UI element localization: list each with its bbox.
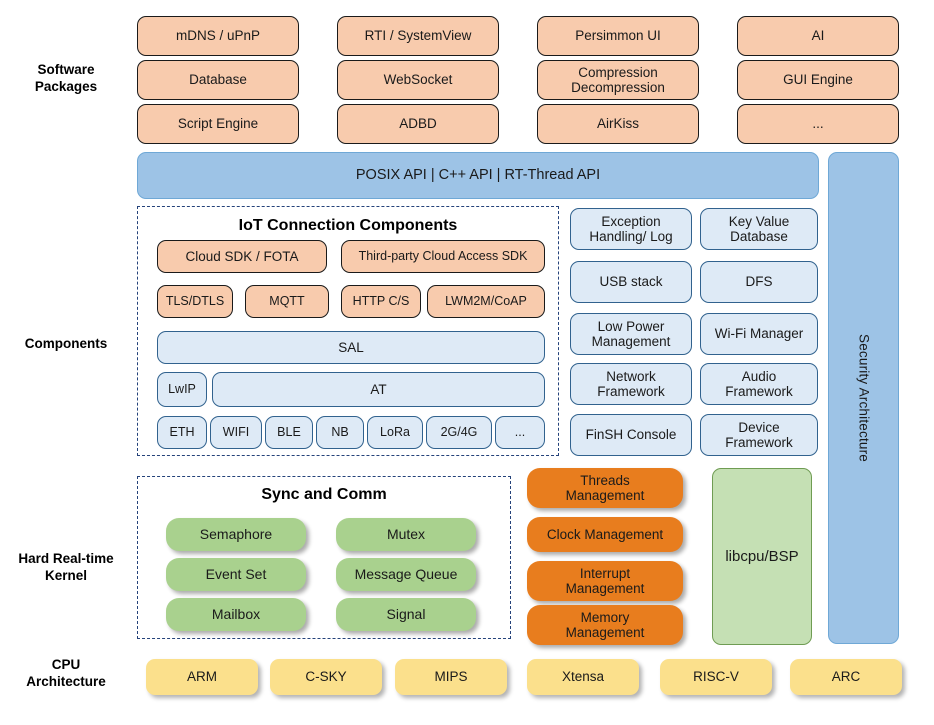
- component-box[interactable]: DFS: [700, 261, 818, 303]
- iot-protocol-box[interactable]: HTTP C/S: [341, 285, 421, 318]
- sync-and-comm-group: Sync and Comm: [137, 476, 511, 639]
- component-box[interactable]: Audio Framework: [700, 363, 818, 405]
- iot-link-box[interactable]: LoRa: [367, 416, 423, 449]
- cpu-architecture-box[interactable]: C-SKY: [270, 659, 382, 695]
- kernel-management-box[interactable]: Clock Management: [527, 517, 683, 552]
- iot-connection-group-title: IoT Connection Components: [238, 217, 458, 234]
- api-bar[interactable]: POSIX API | C++ API | RT-Thread API: [137, 152, 819, 199]
- cpu-architecture-box[interactable]: MIPS: [395, 659, 507, 695]
- package-box[interactable]: AirKiss: [537, 104, 699, 144]
- package-box[interactable]: Database: [137, 60, 299, 100]
- cpu-architecture-box[interactable]: ARM: [146, 659, 258, 695]
- iot-protocol-box[interactable]: LWM2M/CoAP: [427, 285, 545, 318]
- security-architecture-label: Security Architecture: [856, 333, 872, 462]
- component-box[interactable]: Network Framework: [570, 363, 692, 405]
- iot-link-box[interactable]: NB: [316, 416, 364, 449]
- component-box[interactable]: Low Power Management: [570, 313, 692, 355]
- iot-protocol-box[interactable]: TLS/DTLS: [157, 285, 233, 318]
- kernel-management-box[interactable]: Interrupt Management: [527, 561, 683, 601]
- sync-box[interactable]: Message Queue: [336, 558, 476, 591]
- component-box[interactable]: FinSH Console: [570, 414, 692, 456]
- row-label-components: Components: [24, 336, 108, 351]
- package-box[interactable]: Script Engine: [137, 104, 299, 144]
- iot-link-box[interactable]: ...: [495, 416, 545, 449]
- component-box[interactable]: Exception Handling/ Log: [570, 208, 692, 250]
- iot-sal-box[interactable]: SAL: [157, 331, 545, 364]
- cpu-architecture-box[interactable]: Xtensa: [527, 659, 639, 695]
- cpu-architecture-box[interactable]: RISC-V: [660, 659, 772, 695]
- kernel-management-box[interactable]: Memory Management: [527, 605, 683, 645]
- sync-box[interactable]: Mailbox: [166, 598, 306, 631]
- iot-link-box[interactable]: BLE: [265, 416, 313, 449]
- package-box[interactable]: WebSocket: [337, 60, 499, 100]
- row-label-kernel: Hard Real-time Kernel: [18, 551, 114, 583]
- package-box[interactable]: Persimmon UI: [537, 16, 699, 56]
- iot-link-box[interactable]: 2G/4G: [426, 416, 492, 449]
- package-box[interactable]: RTI / SystemView: [337, 16, 499, 56]
- sync-box[interactable]: Event Set: [166, 558, 306, 591]
- libcpu-bsp-box[interactable]: libcpu/BSP: [712, 468, 812, 645]
- sync-box[interactable]: Semaphore: [166, 518, 306, 551]
- kernel-management-box[interactable]: Threads Management: [527, 468, 683, 508]
- iot-protocol-box[interactable]: MQTT: [245, 285, 329, 318]
- iot-connection-group: IoT Connection Components: [137, 206, 559, 456]
- iot-link-box[interactable]: WIFI: [210, 416, 262, 449]
- component-box[interactable]: USB stack: [570, 261, 692, 303]
- component-box[interactable]: Wi-Fi Manager: [700, 313, 818, 355]
- cpu-architecture-box[interactable]: ARC: [790, 659, 902, 695]
- package-box[interactable]: ADBD: [337, 104, 499, 144]
- row-label-software-packages: Software Packages: [34, 62, 98, 94]
- iot-cloud-sdk-box[interactable]: Cloud SDK / FOTA: [157, 240, 327, 273]
- package-box[interactable]: Compression Decompression: [537, 60, 699, 100]
- iot-at-box[interactable]: AT: [212, 372, 545, 407]
- security-architecture-bar[interactable]: Security Architecture: [828, 152, 899, 644]
- sync-box[interactable]: Signal: [336, 598, 476, 631]
- package-box[interactable]: ...: [737, 104, 899, 144]
- package-box[interactable]: AI: [737, 16, 899, 56]
- sync-and-comm-group-title: Sync and Comm: [261, 486, 387, 503]
- row-label-cpu-architecture: CPU Architecture: [26, 657, 106, 689]
- package-box[interactable]: GUI Engine: [737, 60, 899, 100]
- component-box[interactable]: Device Framework: [700, 414, 818, 456]
- iot-third-party-cloud-box[interactable]: Third-party Cloud Access SDK: [341, 240, 545, 273]
- iot-link-box[interactable]: ETH: [157, 416, 207, 449]
- package-box[interactable]: mDNS / uPnP: [137, 16, 299, 56]
- sync-box[interactable]: Mutex: [336, 518, 476, 551]
- component-box[interactable]: Key Value Database: [700, 208, 818, 250]
- iot-lwip-box[interactable]: LwIP: [157, 372, 207, 407]
